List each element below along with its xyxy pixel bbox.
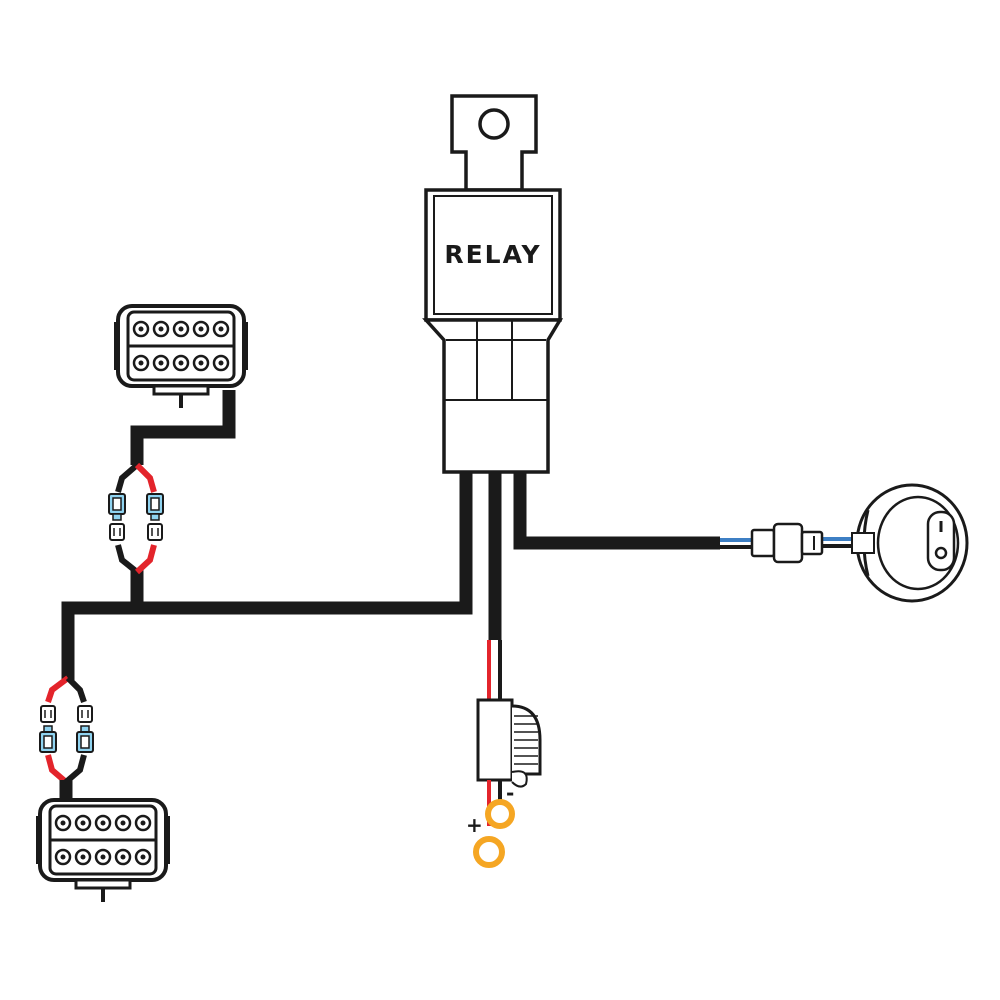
- relay-mounting-hole: [478, 108, 510, 140]
- top-light-feed-wire: [130, 390, 236, 465]
- bottom-light-black-lead-lower: [64, 754, 87, 785]
- top-light-connector-black: [108, 493, 126, 541]
- relay-module: RELAY: [422, 94, 564, 474]
- top-light-black-lead: [115, 462, 139, 493]
- negative-label: -: [506, 781, 514, 805]
- inline-fuse-holder-icon: [476, 698, 542, 826]
- bottom-light-connector-red: [39, 705, 57, 753]
- rocker-switch-icon: [851, 483, 969, 603]
- top-light-black-lead-lower: [115, 544, 139, 575]
- top-light-connector-red: [146, 493, 164, 541]
- top-light-red-lead: [134, 462, 157, 493]
- switch-wire: [513, 470, 720, 550]
- positive-label: +: [466, 813, 483, 837]
- bottom-light-black-lead: [65, 675, 87, 703]
- bottom-led-light-bar-icon: [36, 798, 170, 904]
- relay-body: [424, 188, 562, 322]
- relay-socket: [422, 318, 564, 474]
- bottom-light-red-lead: [45, 675, 70, 703]
- bottom-light-connector-black: [76, 705, 94, 753]
- switch-connector: [750, 522, 824, 564]
- ring-terminal-positive-icon: [473, 836, 505, 868]
- relay-label: RELAY: [444, 240, 541, 269]
- main-harness-wire: [61, 470, 473, 680]
- wiring: [45, 390, 868, 800]
- top-light-red-lead-lower: [134, 544, 157, 575]
- ring-terminal-negative-icon: [485, 799, 515, 829]
- bottom-light-red-lead-lower: [45, 754, 68, 785]
